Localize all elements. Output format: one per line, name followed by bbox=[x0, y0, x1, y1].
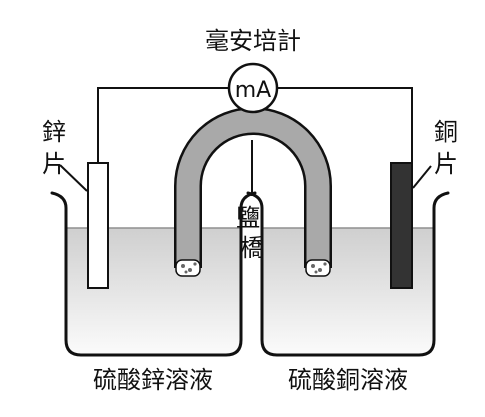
copper-plate-label: 銅 片 bbox=[434, 118, 466, 178]
copper-sulfate-solution-label: 硫酸銅溶液 bbox=[288, 366, 408, 394]
right-beaker bbox=[246, 191, 450, 357]
milliammeter-label: 毫安培計 bbox=[205, 27, 301, 55]
zinc-sulfate-solution-label: 硫酸鋅溶液 bbox=[93, 366, 213, 394]
right-cotton-plug bbox=[305, 259, 331, 277]
zinc-electrode bbox=[87, 162, 109, 289]
external-circuit-wire bbox=[97, 87, 413, 163]
milliammeter bbox=[227, 62, 279, 114]
left-beaker bbox=[50, 191, 257, 357]
zinc-label-pointer bbox=[59, 164, 88, 192]
copper-label-pointer bbox=[412, 165, 432, 189]
left-cotton-plug bbox=[175, 259, 201, 277]
copper-electrode bbox=[390, 162, 413, 289]
milliammeter-unit: mA bbox=[235, 78, 271, 103]
zinc-plate-label: 鋅 片 bbox=[42, 118, 74, 178]
salt-bridge-label: 鹽 橋 bbox=[236, 204, 268, 262]
